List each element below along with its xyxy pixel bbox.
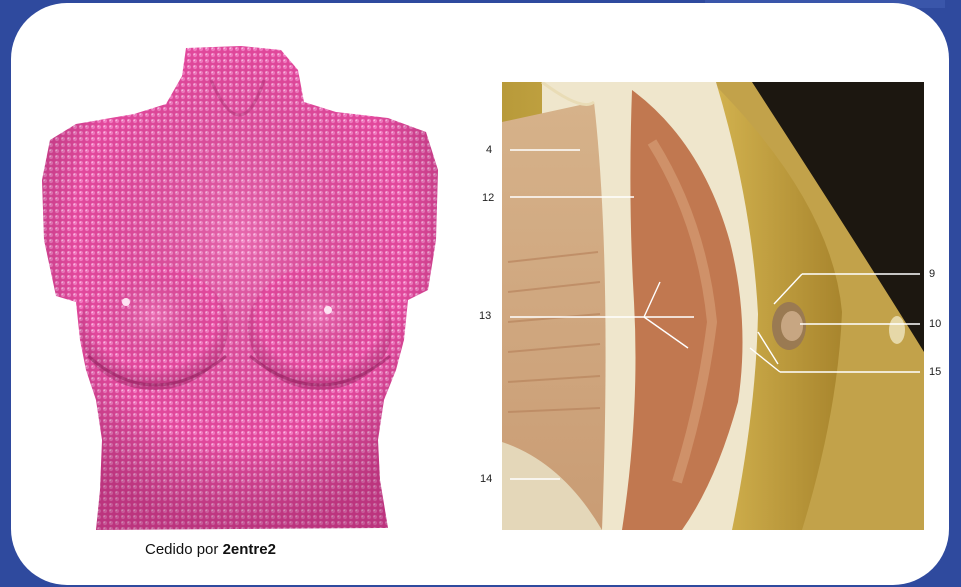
callout-label-4: 4	[486, 144, 492, 156]
credit-author: 2entre2	[223, 541, 276, 558]
breast-anatomy-image	[502, 82, 924, 530]
mannequin-torso-image	[36, 40, 446, 532]
credit-prefix: Cedido por	[145, 541, 218, 558]
image-credit: Cedido por 2entre2	[145, 541, 276, 558]
callout-label-9: 9	[929, 268, 935, 280]
callout-label-12: 12	[482, 192, 494, 204]
callout-label-10: 10	[929, 318, 941, 330]
callout-label-15: 15	[929, 366, 941, 378]
callout-label-13: 13	[479, 310, 491, 322]
callout-label-14: 14	[480, 473, 492, 485]
